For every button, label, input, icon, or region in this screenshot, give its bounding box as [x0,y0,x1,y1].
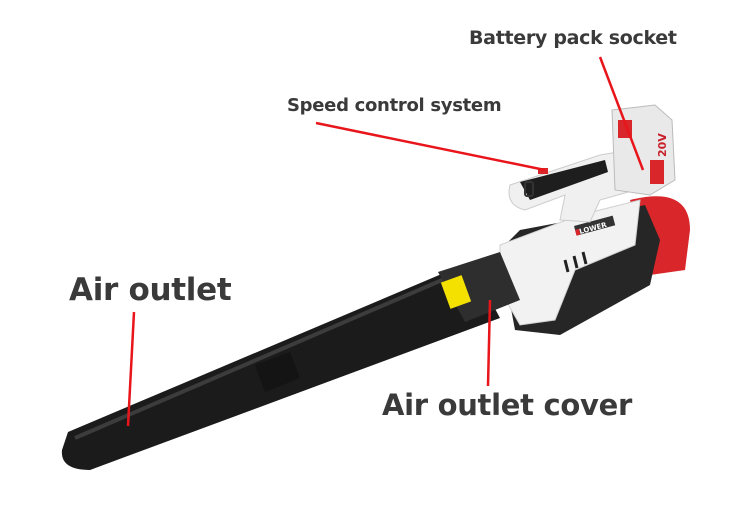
pointer-cover [486,299,492,387]
label-air-outlet: Air outlet [69,272,232,308]
label-battery-socket: Battery pack socket [469,27,677,49]
blower-body: LOWER [499,199,660,335]
pointer-air-outlet [126,311,136,427]
air-outlet-cover-part [438,252,520,322]
label-speed-control: Speed control system [287,95,502,116]
voltage-marking: 20V [656,133,669,157]
pointer-battery [598,56,645,171]
blower-tube [61,262,500,470]
battery-pack: 20V [611,104,676,196]
pointer-speed [315,121,546,172]
pointer-lines [126,56,645,427]
label-air-outlet-cover: Air outlet cover [382,388,632,422]
